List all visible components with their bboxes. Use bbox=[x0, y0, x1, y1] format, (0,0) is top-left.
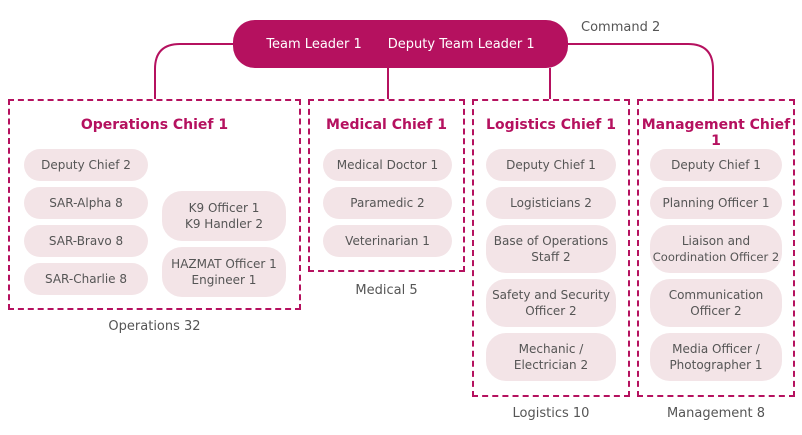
medical-section: Medical Chief 1 Medical Doctor 1 Paramed… bbox=[308, 99, 465, 272]
command-count: Command 2 bbox=[581, 20, 661, 35]
hazmat-unit: HAZMAT Officer 1 Engineer 1 bbox=[162, 247, 286, 297]
connector-management bbox=[568, 43, 714, 100]
logistics-unit: Logisticians 2 bbox=[486, 187, 616, 219]
management-unit: Planning Officer 1 bbox=[650, 187, 782, 219]
k9-unit: K9 Officer 1 K9 Handler 2 bbox=[162, 191, 286, 241]
logistics-unit: Safety and Security Officer 2 bbox=[486, 279, 616, 327]
logistics-chief-title: Logistics Chief 1 bbox=[486, 117, 616, 133]
operations-unit: SAR-Charlie 8 bbox=[24, 263, 148, 295]
logistics-count: Logistics 10 bbox=[512, 406, 590, 421]
management-chief-title: Management Chief 1 bbox=[641, 117, 791, 149]
management-unit: Liaison and Coordination Officer 2 bbox=[650, 225, 782, 273]
operations-unit: SAR-Alpha 8 bbox=[24, 187, 148, 219]
medical-unit: Veterinarian 1 bbox=[323, 225, 452, 257]
team-leader-label: Team Leader 1 bbox=[266, 36, 362, 52]
management-section: Management Chief 1 Deputy Chief 1 Planni… bbox=[637, 99, 795, 397]
logistics-section: Logistics Chief 1 Deputy Chief 1 Logisti… bbox=[472, 99, 630, 397]
logistics-unit: Base of Operations Staff 2 bbox=[486, 225, 616, 273]
deputy-team-leader-label: Deputy Team Leader 1 bbox=[387, 36, 535, 52]
operations-count: Operations 32 bbox=[108, 319, 201, 334]
operations-unit: Deputy Chief 2 bbox=[24, 149, 148, 181]
logistics-unit: Mechanic / Electrician 2 bbox=[486, 333, 616, 381]
management-count: Management 8 bbox=[666, 406, 766, 421]
operations-section: Operations Chief 1 Deputy Chief 2 SAR-Al… bbox=[8, 99, 301, 310]
connector-operations bbox=[154, 43, 233, 100]
medical-chief-title: Medical Chief 1 bbox=[326, 117, 447, 133]
management-unit: Deputy Chief 1 bbox=[650, 149, 782, 181]
command-bar: Team Leader 1 Deputy Team Leader 1 bbox=[233, 20, 568, 68]
medical-count: Medical 5 bbox=[355, 283, 418, 298]
operations-chief-title: Operations Chief 1 bbox=[80, 117, 229, 133]
management-unit: Media Officer / Photographer 1 bbox=[650, 333, 782, 381]
management-unit: Communication Officer 2 bbox=[650, 279, 782, 327]
medical-unit: Medical Doctor 1 bbox=[323, 149, 452, 181]
operations-unit: SAR-Bravo 8 bbox=[24, 225, 148, 257]
logistics-unit: Deputy Chief 1 bbox=[486, 149, 616, 181]
medical-unit: Paramedic 2 bbox=[323, 187, 452, 219]
